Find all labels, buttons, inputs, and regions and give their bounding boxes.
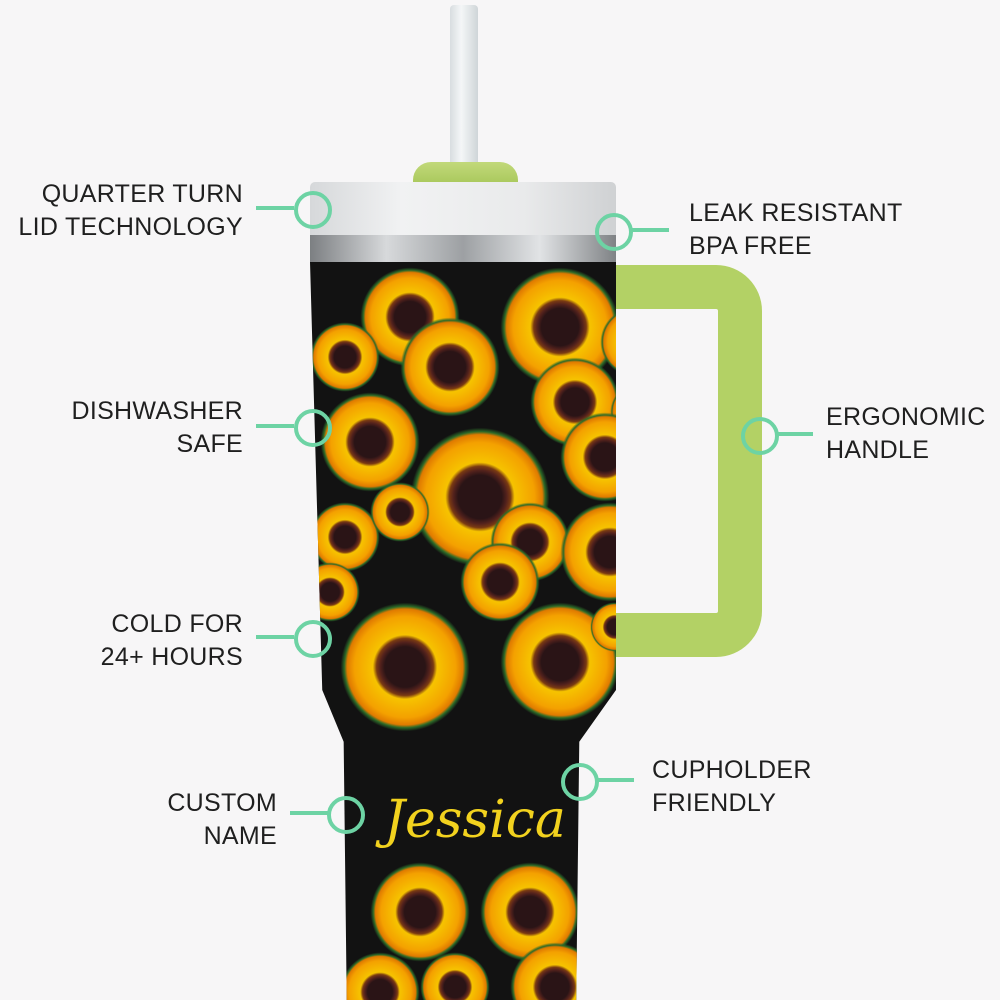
- callout-marker: [561, 763, 599, 801]
- callout-marker: [294, 409, 332, 447]
- callout-marker: [294, 191, 332, 229]
- callout-line: 24+ HOURS: [100, 643, 243, 671]
- callout-connector: [290, 811, 328, 815]
- custom-name-text: Jessica: [384, 790, 566, 850]
- callout-connector: [632, 228, 669, 232]
- callout-custom-name: CUSTOM NAME: [167, 787, 277, 853]
- sunflower-pattern: [600, 307, 616, 377]
- sunflower-pattern: [320, 392, 420, 492]
- sunflower-pattern: [370, 482, 430, 542]
- sunflower-pattern: [310, 502, 380, 572]
- callout-connector: [256, 424, 294, 428]
- callout-dishwasher-safe: DISHWASHER SAFE: [71, 395, 243, 461]
- callout-line: LID TECHNOLOGY: [18, 213, 243, 241]
- callout-line: CUSTOM: [167, 789, 277, 817]
- callout-connector: [256, 206, 294, 210]
- sunflower-pattern: [420, 952, 490, 1000]
- callout-connector: [778, 432, 813, 436]
- callout-line: FRIENDLY: [652, 789, 777, 817]
- callout-line: DISHWASHER: [71, 397, 243, 425]
- callout-connector: [256, 635, 294, 639]
- callout-line: QUARTER TURN: [41, 180, 243, 208]
- callout-line: COLD FOR: [111, 610, 243, 638]
- callout-line: NAME: [203, 822, 277, 850]
- sunflower-pattern: [310, 322, 380, 392]
- callout-line: LEAK RESISTANT: [689, 199, 903, 227]
- callout-marker: [595, 213, 633, 251]
- steel-band: [310, 235, 616, 262]
- callout-cold-24-hours: COLD FOR 24+ HOURS: [101, 608, 243, 674]
- callout-line: SAFE: [176, 430, 243, 458]
- callout-marker: [327, 796, 365, 834]
- callout-cupholder-friendly: CUPHOLDER FRIENDLY: [652, 754, 812, 820]
- tumbler-body-sunflower-pattern: [310, 262, 616, 1000]
- callout-line: BPA FREE: [689, 232, 812, 260]
- tumbler-handle: [590, 265, 762, 657]
- callout-quarter-turn: QUARTER TURN LID TECHNOLOGY: [18, 178, 243, 244]
- callout-marker: [294, 620, 332, 658]
- sunflower-pattern: [400, 317, 500, 417]
- lid-cap: [413, 162, 518, 184]
- sunflower-pattern: [560, 502, 616, 602]
- callout-connector: [598, 778, 634, 782]
- sunflower-pattern: [370, 862, 470, 962]
- sunflower-pattern: [340, 602, 470, 732]
- callout-marker: [741, 417, 779, 455]
- callout-line: HANDLE: [826, 436, 930, 464]
- tumbler-straw: [450, 5, 478, 170]
- callout-line: ERGONOMIC: [826, 403, 986, 431]
- tumbler-lid: [310, 182, 616, 236]
- sunflower-pattern: [580, 872, 616, 932]
- sunflower-pattern: [460, 542, 540, 622]
- callout-ergonomic-handle: ERGONOMIC HANDLE: [826, 401, 986, 467]
- callout-leak-resistant: LEAK RESISTANT BPA FREE: [689, 197, 903, 263]
- callout-line: CUPHOLDER: [652, 756, 812, 784]
